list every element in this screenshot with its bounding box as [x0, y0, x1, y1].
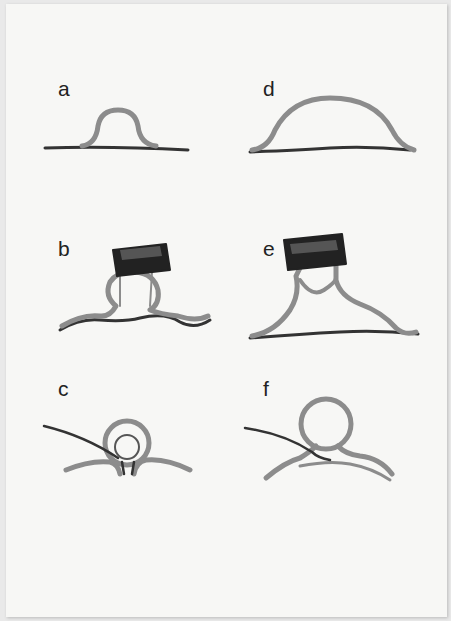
panel-letter: e — [263, 238, 275, 259]
panel-letter: c — [58, 378, 69, 399]
panel-letter: d — [263, 78, 275, 99]
panel-letter: f — [263, 378, 269, 399]
panel-letter: b — [58, 238, 70, 259]
panel-letter: a — [58, 78, 70, 99]
page-ground — [6, 4, 447, 617]
